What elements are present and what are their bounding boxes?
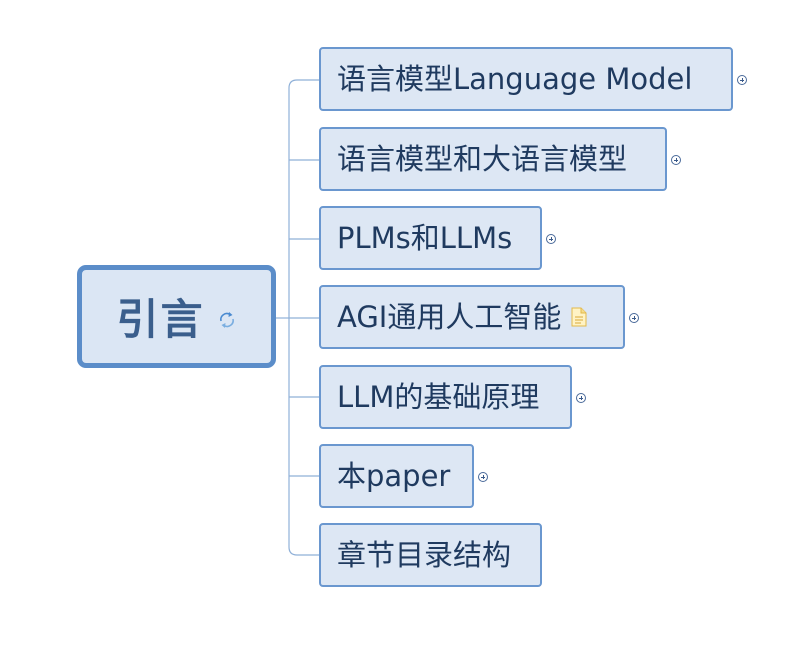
expand-toggle-icon[interactable] <box>671 155 681 165</box>
topic-label: 本paper <box>337 458 451 493</box>
expand-toggle-icon[interactable] <box>629 313 639 323</box>
topic-label: 语言模型和大语言模型 <box>337 141 628 176</box>
topic-chapter-structure[interactable]: 章节目录结构 <box>319 523 542 587</box>
note-icon[interactable] <box>571 307 587 327</box>
topic-plms-and-llms[interactable]: PLMs和LLMs <box>319 206 542 270</box>
topic-label: 章节目录结构 <box>337 537 512 572</box>
topic-label: LLM的基础原理 <box>337 379 540 414</box>
topic-language-model[interactable]: 语言模型Language Model <box>319 47 733 111</box>
topic-label: 语言模型Language Model <box>337 61 693 96</box>
expand-toggle-icon[interactable] <box>478 472 488 482</box>
topic-llm-basics[interactable]: LLM的基础原理 <box>319 365 572 429</box>
expand-toggle-icon[interactable] <box>546 234 556 244</box>
refresh-arrow-icon <box>219 311 234 328</box>
topic-label: PLMs和LLMs <box>337 220 513 255</box>
topic-lm-and-llm[interactable]: 语言模型和大语言模型 <box>319 127 667 191</box>
expand-toggle-icon[interactable] <box>737 75 747 85</box>
topic-label: AGI通用人工智能 <box>337 299 562 334</box>
topic-agi[interactable]: AGI通用人工智能 <box>319 285 625 349</box>
central-topic-label: 引言 <box>116 295 205 344</box>
topic-this-paper[interactable]: 本paper <box>319 444 474 508</box>
expand-toggle-icon[interactable] <box>576 393 586 403</box>
central-topic[interactable]: 引言 <box>77 265 276 368</box>
